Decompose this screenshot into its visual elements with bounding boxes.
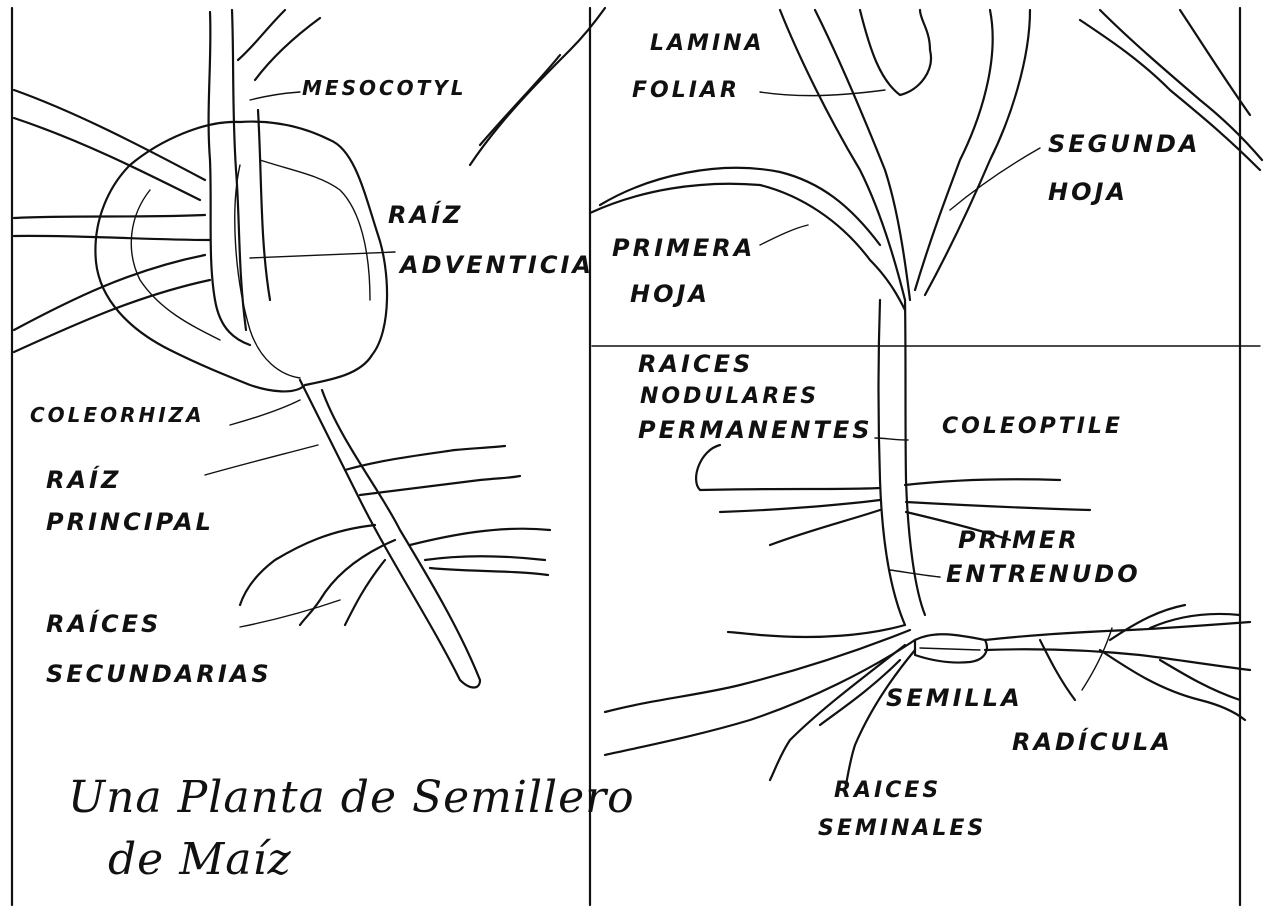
label-coleoptile: COLEOPTILE: [942, 416, 1123, 438]
label-primera-hoja-line1: PRIMERA: [612, 236, 755, 260]
label-coleorhiza: COLEORHIZA: [30, 405, 205, 425]
label-segunda-hoja-line1: SEGUNDA: [1048, 132, 1200, 156]
label-raices-nodulares-line3: PERMANENTES: [638, 418, 873, 442]
diagram-title-line1: Una Planta de Semillero: [68, 776, 635, 820]
label-raiz-principal-line1: RAÍZ: [46, 468, 121, 492]
label-raices-seminales-line1: RAICES: [834, 780, 941, 802]
label-radicula: RADÍCULA: [1012, 730, 1173, 754]
label-raices-secundarias-line2: SECUNDARIAS: [46, 662, 272, 686]
label-raiz-principal-line2: PRINCIPAL: [46, 510, 214, 534]
label-raices-nodulares-line1: RAICES: [638, 352, 753, 376]
right-plant-drawing: [470, 8, 1262, 790]
label-primer-entrenudo-line1: PRIMER: [958, 528, 1080, 552]
label-primera-hoja-line2: HOJA: [630, 282, 710, 306]
label-mesocotyl: MESOCOTYL: [302, 78, 467, 98]
label-raices-seminales-line2: SEMINALES: [818, 818, 986, 840]
label-raiz-adventicia-line1: RAÍZ: [388, 203, 463, 227]
diagram-title-line2: de Maíz: [108, 838, 292, 882]
label-segunda-hoja-line2: HOJA: [1048, 180, 1128, 204]
left-seed-drawing: [14, 10, 550, 688]
label-semilla: SEMILLA: [886, 686, 1023, 710]
label-raices-nodulares-line2: NODULARES: [640, 386, 819, 408]
label-lamina-foliar-line1: LAMINA: [650, 33, 765, 55]
label-primer-entrenudo-line2: ENTRENUDO: [946, 562, 1141, 586]
label-raiz-adventicia-line2: ADVENTICIA: [400, 253, 594, 277]
label-raices-secundarias-line1: RAÍCES: [46, 612, 161, 636]
label-lamina-foliar-line2: FOLIAR: [632, 80, 740, 102]
